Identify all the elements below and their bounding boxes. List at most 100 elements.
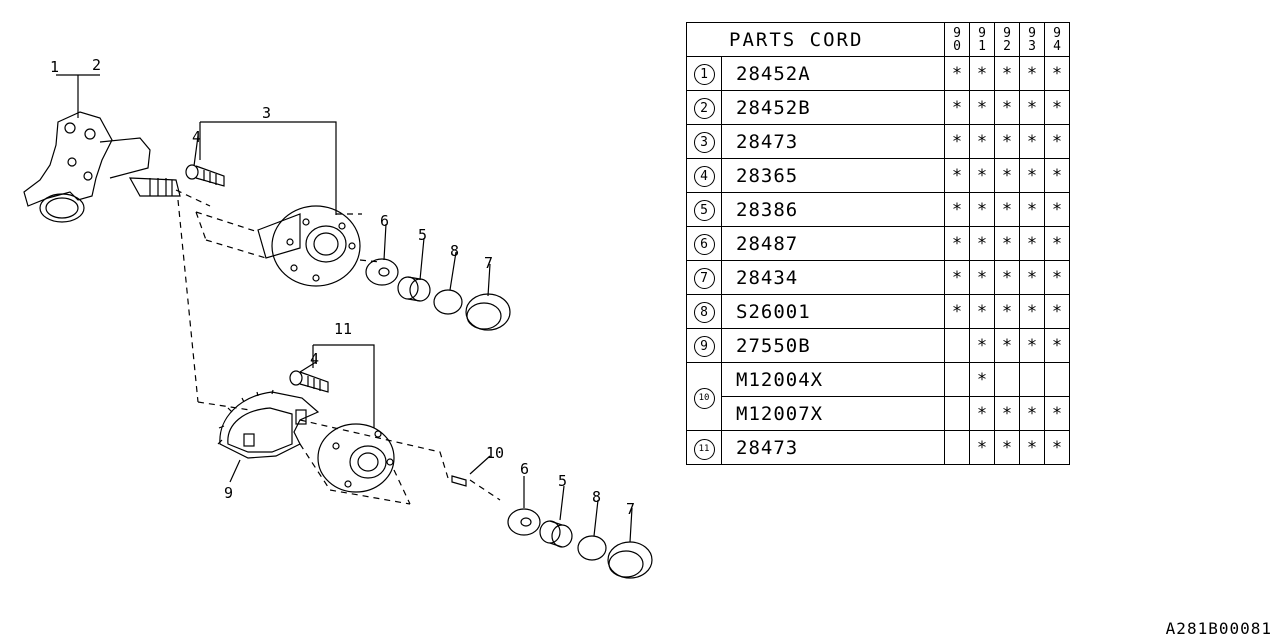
year-mark-cell: * [994,328,1020,363]
part-code-cell: 28473 [721,124,945,159]
part-code-cell: M12004X [721,362,945,397]
year-mark-cell: * [944,226,970,261]
circled-number: 6 [693,233,715,255]
year-mark-cell: * [1019,430,1045,465]
year-mark-cell: * [969,226,995,261]
cap-upper [465,293,511,331]
callout-11: 11 [334,320,352,338]
cap-lower [607,541,653,579]
part-code-cell: 27550B [721,328,945,363]
circled-number: 10 [693,387,715,409]
year-mark-cell [944,396,970,431]
year-mark-cell: * [994,192,1020,227]
year-mark-cell: * [994,90,1020,125]
row-number-cell: 1 [686,56,722,91]
year-mark-cell: * [944,260,970,295]
year-mark-cell: * [994,124,1020,159]
year-mark-cell: * [944,158,970,193]
year-mark-cell: * [1044,192,1070,227]
circled-number: 11 [693,438,715,460]
knuckle-part [23,111,181,223]
hub-bolt-upper [185,164,225,187]
part-code-cell: 28434 [721,260,945,295]
circled-number: 9 [693,335,715,357]
year-mark-cell: * [994,260,1020,295]
row-number-cell: 10 [686,362,722,431]
year-mark-cell: * [1044,90,1070,125]
callout-1: 1 [50,58,59,76]
row-number-cell: 11 [686,430,722,465]
row-number-cell: 5 [686,192,722,227]
table-row: M12007X**** [687,396,1070,431]
year-mark-cell: * [944,56,970,91]
callout-9: 9 [224,484,233,502]
year-mark-cell: * [944,90,970,125]
callout-3: 3 [262,104,271,122]
part-code-cell: 28452B [721,90,945,125]
year-mark-cell: * [969,430,995,465]
circled-number: 3 [693,131,715,153]
callout-4-lower: 4 [310,350,319,368]
callout-8-lower: 8 [592,488,601,506]
callout-5-upper: 5 [418,226,427,244]
rear-hub-lower [317,423,395,493]
year-mark-cell [944,362,970,397]
row-number-cell: 2 [686,90,722,125]
year-mark-cell: * [1019,158,1045,193]
hub-bolt-lower [289,370,329,393]
year-mark-cell: * [969,124,995,159]
o-ring-upper [433,289,463,315]
exploded-parts-diagram: 1 2 3 4 6 5 8 7 11 4 10 9 6 5 8 7 [23,56,653,579]
circled-number: 8 [693,301,715,323]
year-mark-cell: * [1019,260,1045,295]
year-mark-cell [1019,362,1045,397]
parts-code-header: PARTS CORD [686,22,945,57]
washer-upper [365,258,399,286]
callout-6-upper: 6 [380,212,389,230]
diagram-reference-code: A281B00081 [1165,619,1272,638]
year-mark-cell: * [1019,328,1045,363]
year-mark-cell: * [1044,260,1070,295]
year-mark-cell: * [969,56,995,91]
year-mark-cell: * [944,192,970,227]
year-mark-cell: * [1044,56,1070,91]
year-mark-cell: * [1019,124,1045,159]
circled-number: 1 [693,63,715,85]
part-code-cell: S26001 [721,294,945,329]
year-mark-cell: * [969,192,995,227]
year-mark-cell [1044,362,1070,397]
row-number-cell: 3 [686,124,722,159]
callout-5-lower: 5 [558,472,567,490]
part-code-cell: 28473 [721,430,945,465]
year-mark-cell: * [969,396,995,431]
stud-bolt [451,455,491,487]
year-mark-cell [944,328,970,363]
year-mark-cell: * [994,158,1020,193]
circled-number: 4 [693,165,715,187]
part-code-cell: M12007X [721,396,945,431]
year-mark-cell [994,362,1020,397]
year-mark-cell: * [994,396,1020,431]
year-mark-cell: * [994,430,1020,465]
circled-number: 7 [693,267,715,289]
year-mark-cell: * [1019,192,1045,227]
year-mark-cell: * [994,56,1020,91]
callout-8-upper: 8 [450,242,459,260]
year-mark-cell [944,430,970,465]
year-mark-cell: * [1044,294,1070,329]
part-code-cell: 28386 [721,192,945,227]
o-ring-lower [577,535,607,561]
row-number-cell: 8 [686,294,722,329]
callout-2: 2 [92,56,101,74]
